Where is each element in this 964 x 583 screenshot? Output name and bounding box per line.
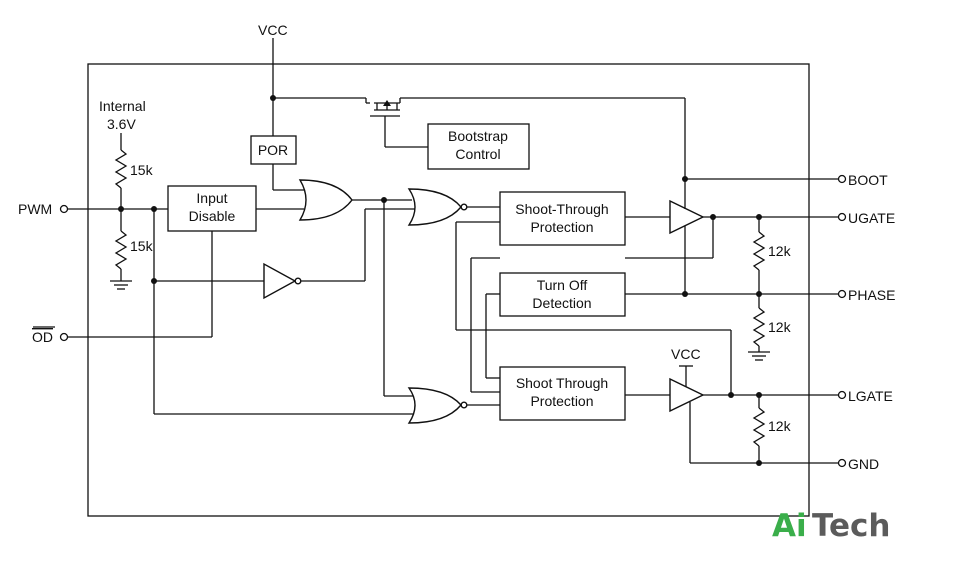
phase-resistor-value: 12k [768, 319, 792, 335]
watermark-tech: Tech [812, 508, 891, 544]
ground-symbol-divider [110, 280, 132, 290]
bootstrap-switch-transistor [370, 97, 685, 148]
turn-off-detection-block [499, 272, 626, 317]
shoot-through-upper-label-line1: Shoot-Through [515, 201, 608, 217]
lower-gate-driver [669, 377, 705, 413]
por-label: POR [258, 142, 288, 158]
boot-pin-label: BOOT [848, 172, 888, 188]
shoot-through-protection-lower-block [499, 366, 626, 421]
upper-gate-driver [669, 199, 705, 235]
bootstrap-control-label-line1: Bootstrap [448, 128, 508, 144]
turn-off-detection-label-line1: Turn Off [537, 277, 588, 293]
shoot-through-lower-label-line2: Protection [530, 393, 593, 409]
or-gate-upper [407, 188, 462, 226]
pullup-resistor [114, 149, 128, 189]
chip-outline [87, 63, 810, 517]
phase-pin [837, 289, 847, 299]
lgate-resistor [752, 407, 766, 447]
pulldown-resistor [114, 230, 128, 270]
internal-label: Internal [99, 98, 146, 114]
phase-pin-label: PHASE [848, 287, 895, 303]
bootstrap-control-block [427, 123, 530, 170]
turn-off-detection-label-line2: Detection [532, 295, 591, 311]
od-pin [59, 332, 69, 342]
input-disable-label-line1: Input [196, 190, 227, 206]
pwm-pin [59, 204, 69, 214]
lgate-pin-label: LGATE [848, 388, 893, 404]
aitech-watermark-logo: Ai Tech [772, 508, 891, 544]
or-gate-input [298, 179, 353, 221]
gnd-pin [837, 458, 847, 468]
boot-pin [837, 174, 847, 184]
gnd-pin-label: GND [848, 456, 879, 472]
ugate-pin [837, 212, 847, 222]
bootstrap-control-label-line2: Control [455, 146, 500, 162]
ugate-resistor-value: 12k [768, 243, 792, 259]
input-disable-block [167, 185, 257, 232]
internal-voltage-label: 3.6V [107, 116, 136, 132]
pullup-resistor-value: 15k [130, 162, 154, 178]
shoot-through-lower-label-line1: Shoot Through [516, 375, 608, 391]
vcc-lower-label: VCC [671, 346, 701, 362]
lgate-resistor-value: 12k [768, 418, 792, 434]
od-pin-label: OD [32, 329, 53, 345]
ground-symbol-phase [748, 351, 770, 361]
or-gate-lower [407, 387, 462, 424]
pulldown-resistor-value: 15k [130, 238, 154, 254]
watermark-ai: Ai [772, 508, 807, 544]
shoot-through-upper-label-line2: Protection [530, 219, 593, 235]
ugate-resistor [752, 231, 766, 271]
inverter-gate [263, 262, 302, 300]
lgate-pin [837, 390, 847, 400]
pwm-pin-label: PWM [18, 201, 52, 217]
shoot-through-protection-upper-block [499, 191, 626, 246]
vcc-top-label: VCC [258, 22, 288, 38]
input-disable-label-line2: Disable [189, 208, 236, 224]
por-block [250, 135, 297, 165]
ugate-pin-label: UGATE [848, 210, 895, 226]
phase-resistor [752, 307, 766, 347]
